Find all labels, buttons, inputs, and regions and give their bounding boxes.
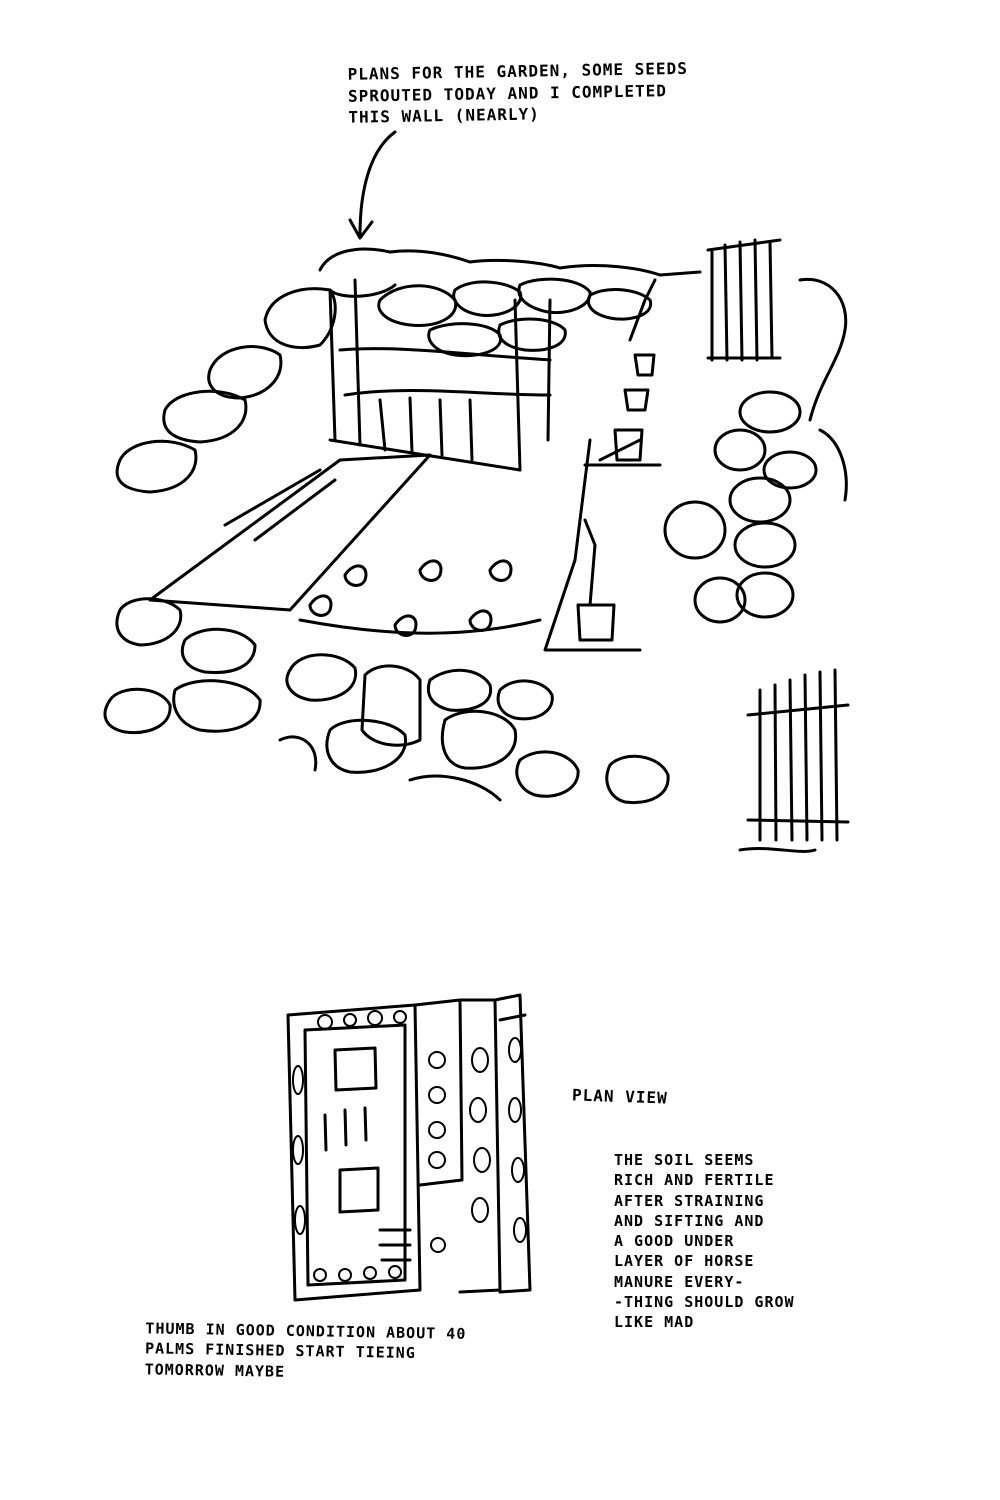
trellis — [328, 278, 552, 472]
right-path-stones — [663, 277, 848, 624]
raised-beds — [148, 438, 662, 652]
front-wall — [103, 597, 670, 805]
soil-note: THE SOIL SEEMS RICH AND FERTILE AFTER ST… — [614, 1150, 864, 1332]
thumb-condition-note: THUMB IN GOOD CONDITION ABOUT 40 PALMS F… — [145, 1318, 566, 1386]
garden-perspective-sketch — [103, 130, 850, 853]
arrow-line — [358, 130, 397, 237]
soil-line-4: AND SIFTING AND — [614, 1211, 765, 1230]
back-wall — [115, 247, 702, 494]
front-gate — [738, 668, 850, 853]
seedlings — [298, 559, 542, 637]
soil-line-2: RICH AND FERTILE — [614, 1171, 775, 1190]
plant-pots — [576, 278, 657, 642]
plan-left-bed-outline — [286, 1003, 422, 1302]
soil-line-6: LAYER OF HORSE — [614, 1252, 755, 1271]
garden-plans-note: PLANS FOR THE GARDEN, SOME SEEDS SPROUTE… — [347, 56, 778, 128]
plan-stones — [292, 1010, 527, 1282]
soil-line-7: MANURE EVERY- — [614, 1272, 745, 1291]
soil-line-9: LIKE MAD — [614, 1313, 695, 1331]
arrow-head — [348, 218, 374, 240]
soil-line-8: -THING SHOULD GROW — [614, 1292, 795, 1311]
soil-line-3: AFTER STRAINING — [614, 1191, 765, 1210]
soil-line-1: THE SOIL SEEMS — [614, 1151, 755, 1169]
back-gate — [706, 238, 782, 362]
plan-view-label: PLAN VIEW — [571, 1085, 669, 1108]
soil-line-5: A GOOD UNDER — [614, 1232, 735, 1250]
